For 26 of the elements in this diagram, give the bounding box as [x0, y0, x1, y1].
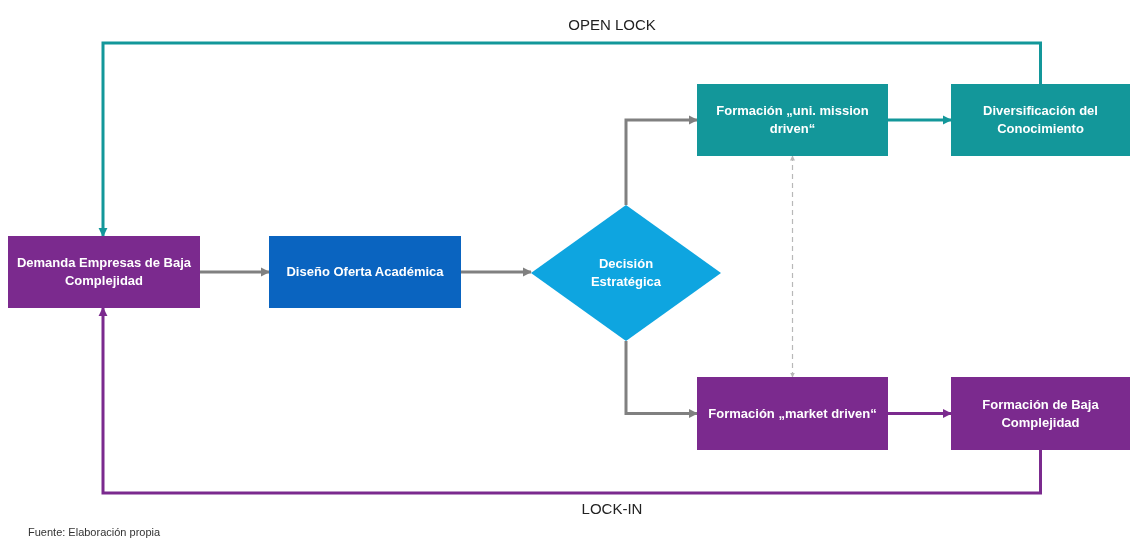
node-label: Demanda Empresas de Baja Complejidad — [16, 254, 192, 290]
arrow — [888, 115, 952, 125]
arrow — [624, 115, 698, 205]
process-box — [269, 236, 461, 308]
arrow — [98, 307, 1042, 495]
arrow — [624, 341, 698, 418]
node-label: Decisión Estratégica — [589, 255, 663, 291]
caption: Fuente: Elaboración propia — [28, 526, 161, 538]
arrow — [98, 41, 1042, 237]
arrow — [461, 267, 532, 277]
node-label: Diversificación del Conocimiento — [982, 102, 1099, 138]
process-box — [951, 377, 1130, 450]
edge-label: LOCK-IN — [581, 500, 643, 517]
node-label: Formación „uni. mission driven“ — [715, 102, 870, 138]
node-label: Formación „market driven“ — [708, 404, 877, 423]
process-box — [951, 84, 1130, 156]
decision-diamond — [531, 205, 721, 341]
node-label: Diseño Oferta Académica — [286, 263, 444, 281]
edge-label: OPEN LOCK — [568, 16, 656, 33]
arrow — [888, 409, 952, 418]
process-box — [697, 84, 888, 156]
process-box — [8, 236, 200, 308]
node-label: Formación de Baja Complejidad — [981, 395, 1100, 432]
arrow — [200, 267, 270, 277]
dashed-connector — [790, 155, 795, 378]
process-box — [697, 377, 888, 450]
